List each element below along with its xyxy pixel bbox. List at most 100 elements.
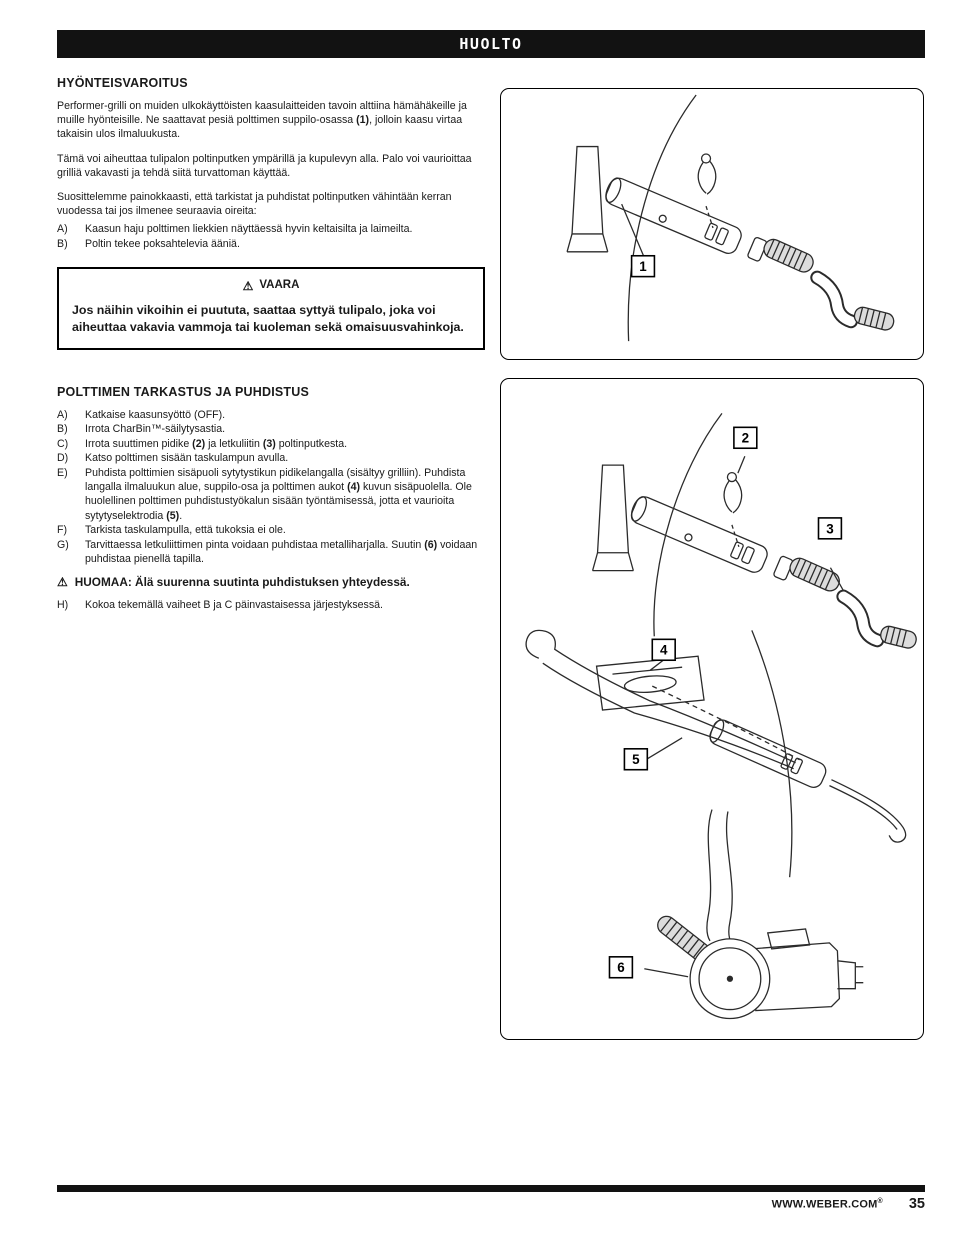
list-item-label: H) [57,599,69,612]
danger-box: ⚠ VAARA Jos näihin vikoihin ei puututa, … [57,267,485,350]
list-item: B) Irrota CharBin™-säilytysastia. [57,422,485,436]
callout-5: 5 [623,748,649,771]
final-step: H) Kokoa tekemällä vaiheet B ja C päinva… [57,598,485,612]
list-item-text: Irrota suuttimen pidike (2) ja letkuliit… [85,437,485,451]
list-item-text: Tarvittaessa letkuliittimen pinta voidaa… [85,538,485,567]
list-item-text: Katso polttimen sisään taskulampun avull… [85,451,485,465]
igniter-wires [706,809,733,945]
list-item-text: Katkaise kaasunsyöttö (OFF). [85,408,485,422]
list-item-label: D) [57,452,69,465]
burner-tube-illustration: 1 [566,94,895,342]
text-segment: (4) [347,480,361,493]
svg-text:4: 4 [660,643,668,658]
wire-cleaning-art [525,455,907,945]
text-segment: , jolloin kaasu virtaa takaisin ulos ilm… [57,114,463,141]
list-item-text: Kaasun haju polttimen liekkien näyttäess… [85,223,413,236]
callout-2: 2 [733,426,758,450]
svg-text:6: 6 [617,960,624,975]
list-item-text: Kokoa tekemällä vaiheet B ja C päinvasta… [85,599,383,612]
text-segment: Katso polttimen sisään taskulampun avull… [85,452,289,465]
list-item-label: A) [57,408,68,421]
paragraph: Tämä voi aiheuttaa tulipalon poltinputke… [57,152,485,180]
text-segment: Tarvittaessa letkuliittimen pinta voidaa… [85,538,425,551]
text-segment: . [179,509,183,522]
paragraph: Performer-grilli on muiden ulkokäyttöist… [57,99,485,142]
list-item: B) Poltin tekee poksahtelevia ääniä. [57,237,485,251]
list-item-text: Poltin tekee poksahtelevia ääniä. [85,237,240,250]
text-column: HYÖNTEISVAROITUS Performer-grilli on mui… [57,76,485,613]
list-item: E) Puhdista polttimien sisäpuoli sytytyst… [57,466,485,524]
corrugated-hose-end [853,306,895,331]
callouts: 2 3 4 5 6 [608,426,843,979]
page-header-bar: HUOLTO [57,30,925,58]
hose-fitting [747,236,768,262]
footer-url-text: WWW.WEBER.COM [771,1199,878,1211]
list-item: F) Tarkista taskulampulla, että tukoksia … [57,523,485,537]
burner-tube [709,719,827,788]
text-segment: (5) [166,509,180,522]
insect-warning-heading: HYÖNTEISVAROITUS [57,76,188,90]
danger-title-row: ⚠ VAARA [72,279,470,293]
text-segment: Irrota CharBin™-säilytysastia. [85,423,226,436]
retainer-clip [723,471,743,514]
text-segment: ja letkuliitin [205,437,263,450]
text-segment: Performer-grilli on muiden ulkokäyttöist… [57,100,467,127]
text-segment: (2) [192,437,206,450]
list-item-label: C) [57,437,69,450]
line-art [566,94,895,342]
list-item: G) Tarvittaessa letkuliittimen pinta void… [57,538,485,567]
text-segment: voidaan puhdistaa pienellä tapilla. [85,538,478,565]
figure-cleaning-steps: 2 3 4 5 6 [500,378,924,1040]
paragraph: Suosittelemme painokkaasti, että tarkist… [57,190,485,218]
callout-3: 3 [817,517,843,540]
callout-1: 1 [630,254,656,278]
inspection-heading: POLTTIMEN TARKASTUS JA PUHDISTUS [57,384,310,399]
text-segment: Katkaise kaasunsyöttö (OFF). [85,408,226,421]
insect-paragraphs: Performer-grilli on muiden ulkokäyttöist… [57,99,485,218]
list-item-label: B) [57,237,68,250]
text-segment: (3) [262,437,276,450]
registered-mark: ® [877,1198,883,1206]
inspection-steps: A) Katkaise kaasunsyöttö (OFF). B) Irrota C… [57,408,485,566]
list-item-text: Tarkista taskulampulla, että tukoksia ei… [85,523,485,537]
list-item-label: B) [57,423,68,436]
text-segment: kuvun sisäpuolella. Ole huolellinen polt… [85,480,472,522]
svg-text:1: 1 [639,259,647,274]
figure-burner-tube: 1 [500,88,924,360]
page-number: 35 [908,1196,925,1212]
danger-title: VAARA [259,279,300,292]
callout-6: 6 [608,956,634,979]
warning-triangle-icon: ⚠ [57,575,68,590]
list-item-label: E) [57,466,68,479]
text-segment: Suosittelemme painokkaasti, että tarkist… [57,190,452,218]
list-item-label: F) [57,524,67,537]
footer: WWW.WEBER.COM® 35 [57,1196,925,1212]
burner-tube [605,177,742,254]
page-title: HUOLTO [459,35,523,53]
valve-nozzle-art [644,915,864,1020]
text-segment: poltinputkesta. [275,437,348,450]
list-item: A) Katkaise kaasunsyöttö (OFF). [57,408,485,422]
list-item: A)Kaasun haju polttimen liekkien näyttäe… [57,222,485,236]
svg-text:2: 2 [742,431,749,446]
retainer-clip [697,153,717,195]
note-line: ⚠ HUOMAA: Älä suurenna suutinta puhdistu… [57,575,485,589]
footer-rule [57,1185,925,1192]
list-item-text: Puhdista polttimien sisäpuoli sytytystik… [85,466,485,524]
list-item: D) Katso polttimen sisään taskulampun avu… [57,451,485,465]
list-item-label: G) [57,538,69,551]
text-segment: Puhdista polttimien sisäpuoli sytytystik… [85,466,466,493]
text-segment: (6) [424,538,438,551]
warning-triangle-icon: ⚠ [242,279,254,294]
list-item-text: Irrota CharBin™-säilytysastia. [85,422,485,436]
burner-removal-art [591,413,917,649]
svg-text:5: 5 [632,752,640,767]
callouts: 1 [630,254,656,278]
danger-text: Jos näihin vikoihin ei puututa, saattaa … [72,303,464,334]
text-segment: Tämä voi aiheuttaa tulipalon poltinputke… [57,152,472,179]
svg-text:3: 3 [826,521,833,536]
list-item: C) Irrota suuttimen pidike (2) ja letkuli… [57,437,485,451]
text-segment: (1) [356,114,370,127]
symptom-list: A)Kaasun haju polttimen liekkien näyttäe… [57,222,485,251]
